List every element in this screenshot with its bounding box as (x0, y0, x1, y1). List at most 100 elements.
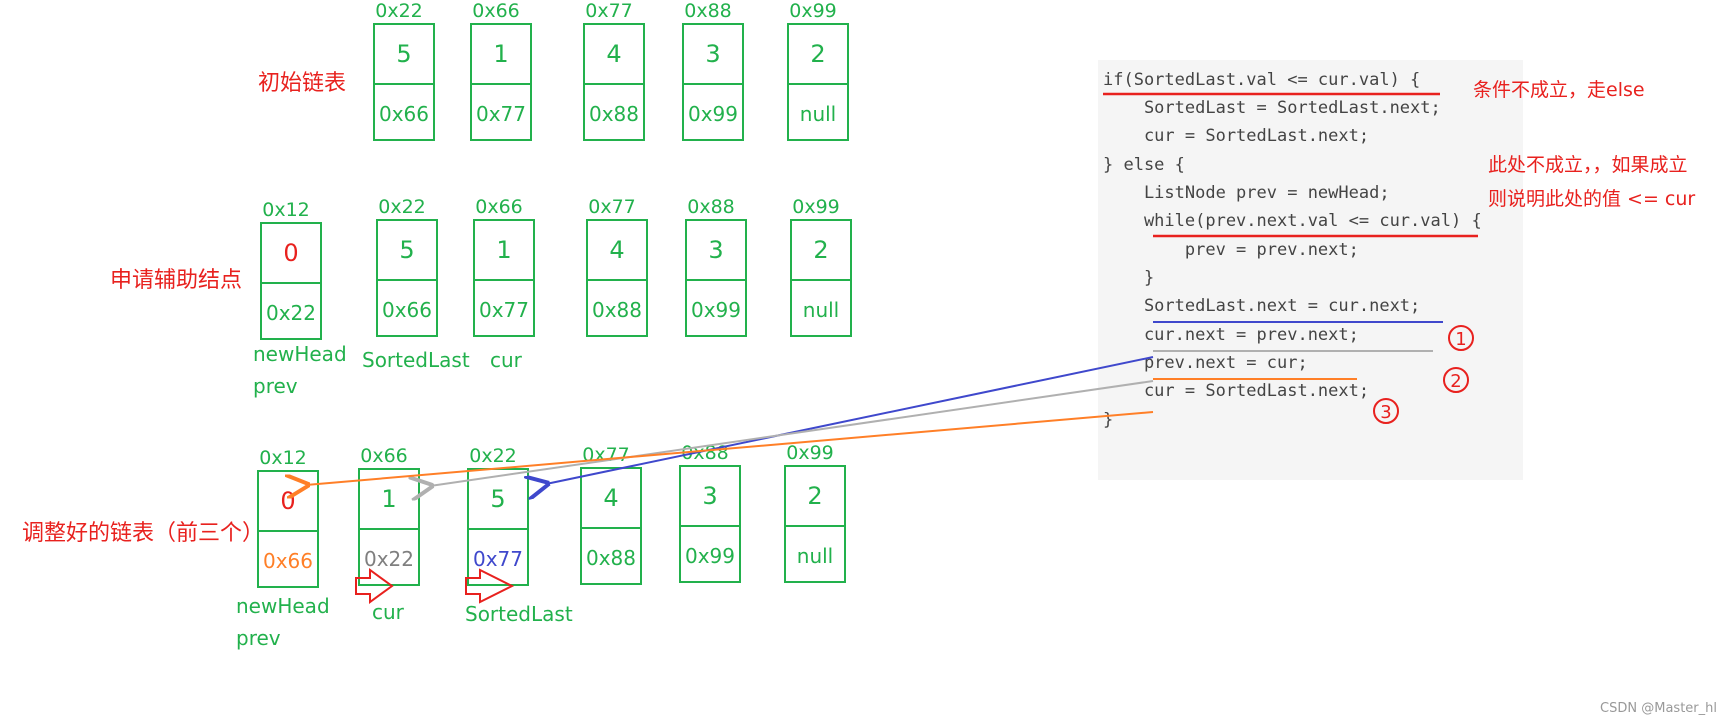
list-node: 5 0x66 (373, 23, 435, 141)
arrow-step-3 (306, 411, 1154, 485)
arrow-step-1 (546, 356, 1154, 484)
watermark: CSDN @Master_hl (1600, 701, 1717, 716)
node-value: 5 (378, 221, 436, 281)
code-panel (1098, 60, 1523, 480)
node-address: 0x77 (585, 0, 633, 22)
code-line: SortedLast.next = cur.next; (1103, 296, 1421, 316)
node-value: 4 (585, 25, 643, 85)
node-next: 0x99 (687, 101, 738, 126)
node-next: 0x88 (591, 297, 642, 322)
node-address: 0x99 (792, 196, 840, 218)
list-node: 1 0x77 (470, 23, 532, 141)
node-value: 5 (469, 470, 527, 530)
node-next: 0x22 (363, 546, 414, 571)
code-line: cur.next = prev.next; (1103, 325, 1359, 345)
node-address: 0x77 (588, 196, 636, 218)
node-next: 0x77 (478, 297, 529, 322)
annotation-if: 条件不成立，走else (1473, 79, 1645, 101)
pointer-label: prev (253, 374, 298, 398)
node-next: 0x77 (475, 101, 526, 126)
arrow-step-2 (430, 380, 1154, 486)
list-node: 2 null (784, 465, 846, 583)
node-address: 0x12 (262, 199, 310, 221)
node-address: 0x88 (687, 196, 735, 218)
svg-text:2: 2 (1450, 371, 1461, 392)
node-next: null (802, 297, 840, 322)
step-marker-1: 1 (1448, 325, 1474, 351)
code-line: cur = SortedLast.next; (1103, 381, 1370, 401)
code-line: ListNode prev = newHead; (1103, 183, 1390, 203)
link-arrow-2 (465, 568, 515, 604)
pointer-label: newHead (253, 342, 347, 366)
node-address: 0x22 (469, 445, 517, 467)
node-value: 2 (792, 221, 850, 281)
code-line: } (1103, 410, 1114, 430)
node-value: 3 (681, 467, 739, 527)
node-value: 3 (687, 221, 745, 281)
list-node: 5 0x77 (467, 468, 529, 586)
code-line: while(prev.next.val <= cur.val) { (1103, 211, 1482, 231)
annotation-while-2: 则说明此处的值 <= cur (1488, 188, 1696, 210)
label-adjusted-list: 调整好的链表（前三个） (22, 521, 265, 546)
node-address: 0x66 (360, 445, 408, 467)
node-value: 2 (789, 25, 847, 85)
pointer-label: cur (372, 600, 404, 624)
node-value: 4 (582, 469, 640, 529)
node-next: null (796, 543, 834, 568)
link-arrow-1 (355, 568, 394, 604)
node-next: 0x22 (265, 300, 316, 325)
annotation-while-1: 此处不成立，，如果成立 (1488, 154, 1688, 176)
node-next: 0x88 (588, 101, 639, 126)
node-address: 0x12 (259, 447, 307, 469)
node-value: 0 (262, 224, 320, 284)
head-node: 0 0x22 (260, 222, 322, 340)
node-address: 0x66 (475, 196, 523, 218)
list-node: 2 null (787, 23, 849, 141)
node-next: 0x66 (381, 297, 432, 322)
node-next: null (799, 101, 837, 126)
pointer-label: newHead (236, 594, 330, 618)
node-address: 0x88 (684, 0, 732, 22)
node-address: 0x22 (378, 196, 426, 218)
label-auxiliary-node: 申请辅助结点 (110, 268, 243, 293)
pointer-label: SortedLast (465, 602, 573, 626)
label-initial-list: 初始链表 (258, 71, 347, 96)
code-line: prev.next = cur; (1103, 353, 1308, 373)
list-node: 4 0x88 (586, 219, 648, 337)
list-node: 2 null (790, 219, 852, 337)
pointer-label: cur (490, 348, 522, 372)
code-line: } (1103, 268, 1155, 288)
node-address: 0x99 (789, 0, 837, 22)
step-marker-3: 3 (1373, 398, 1399, 424)
list-node: 4 0x88 (583, 23, 645, 141)
svg-text:3: 3 (1380, 402, 1391, 423)
code-line: SortedLast = SortedLast.next; (1103, 98, 1441, 118)
list-node: 4 0x88 (580, 467, 642, 585)
node-next: 0x77 (472, 546, 523, 571)
list-node: 1 0x77 (473, 219, 535, 337)
node-value: 5 (375, 25, 433, 85)
node-value: 4 (588, 221, 646, 281)
code-line: } else { (1103, 155, 1185, 175)
pointer-label: prev (236, 626, 281, 650)
list-node: 3 0x99 (679, 465, 741, 583)
node-address: 0x99 (786, 442, 834, 464)
node-address: 0x22 (375, 0, 423, 22)
node-value: 1 (475, 221, 533, 281)
code-line: cur = SortedLast.next; (1103, 126, 1370, 146)
node-address: 0x66 (472, 0, 520, 22)
node-value: 3 (684, 25, 742, 85)
list-node: 5 0x66 (376, 219, 438, 337)
code-line: prev = prev.next; (1103, 240, 1359, 260)
node-next: 0x99 (684, 543, 735, 568)
node-next: 0x88 (585, 545, 636, 570)
step-marker-2: 2 (1443, 367, 1469, 393)
svg-text:1: 1 (1455, 329, 1466, 350)
code-line: if(SortedLast.val <= cur.val) { (1103, 70, 1421, 90)
node-value: 1 (472, 25, 530, 85)
node-value: 2 (786, 467, 844, 527)
node-value: 1 (360, 470, 418, 530)
node-next: 0x99 (690, 297, 741, 322)
list-node: 3 0x99 (682, 23, 744, 141)
